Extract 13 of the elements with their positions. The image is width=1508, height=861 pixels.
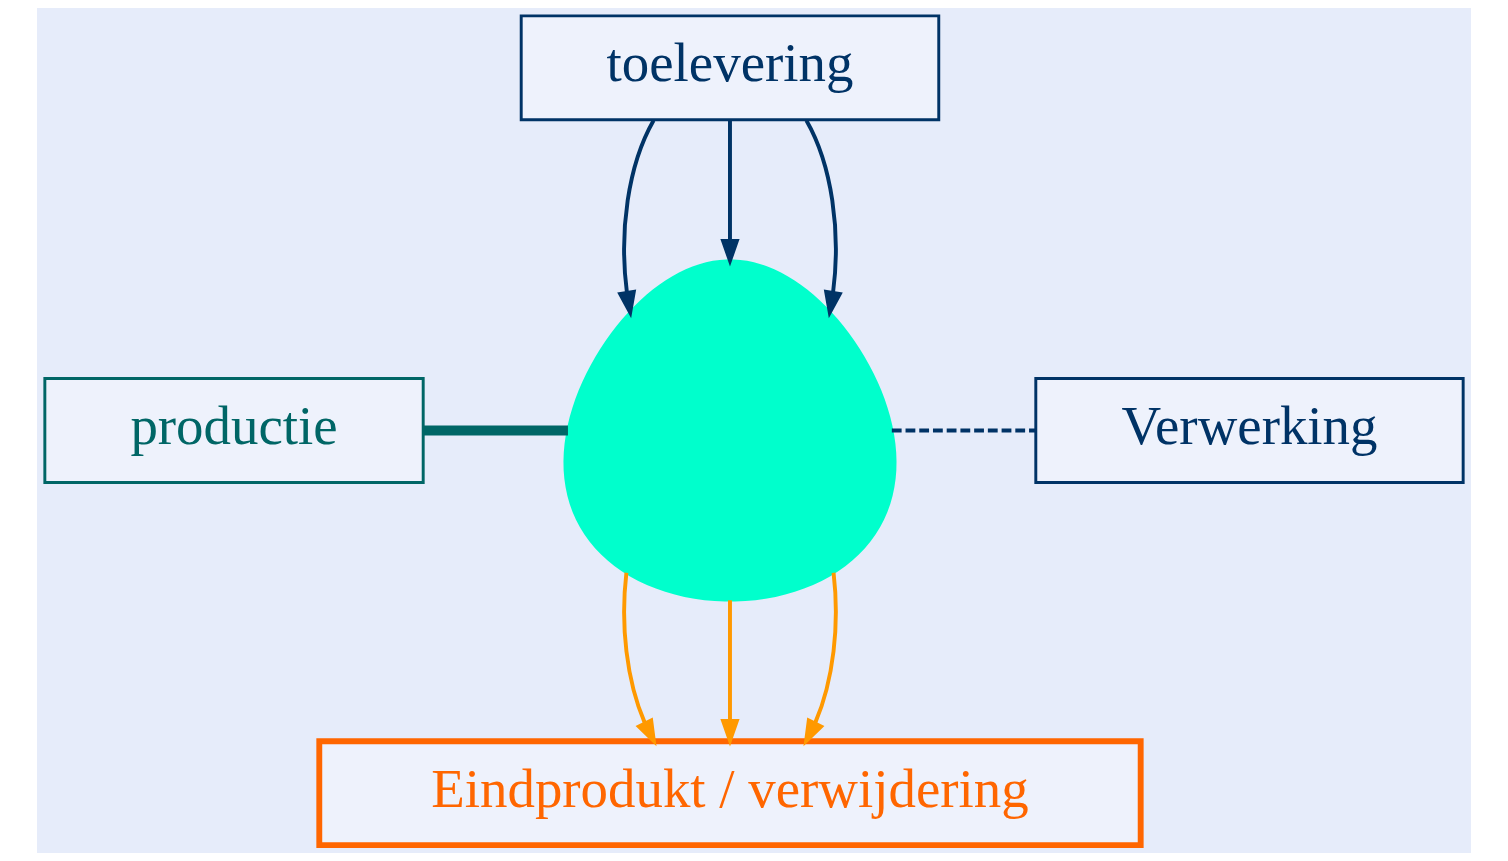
arrow <box>617 119 656 319</box>
arrow <box>803 572 838 747</box>
node-box: Verwerking <box>1034 377 1465 484</box>
arrow <box>720 120 740 267</box>
node-cloud <box>563 259 897 602</box>
arrow <box>720 600 740 747</box>
connector <box>423 425 568 436</box>
node-box: productie <box>43 377 425 484</box>
node-box: Eindprodukt / verwijdering <box>316 738 1144 849</box>
arrow <box>622 572 657 747</box>
node-box: toelevering <box>519 14 941 122</box>
connector <box>891 428 1036 433</box>
arrow <box>804 119 843 319</box>
